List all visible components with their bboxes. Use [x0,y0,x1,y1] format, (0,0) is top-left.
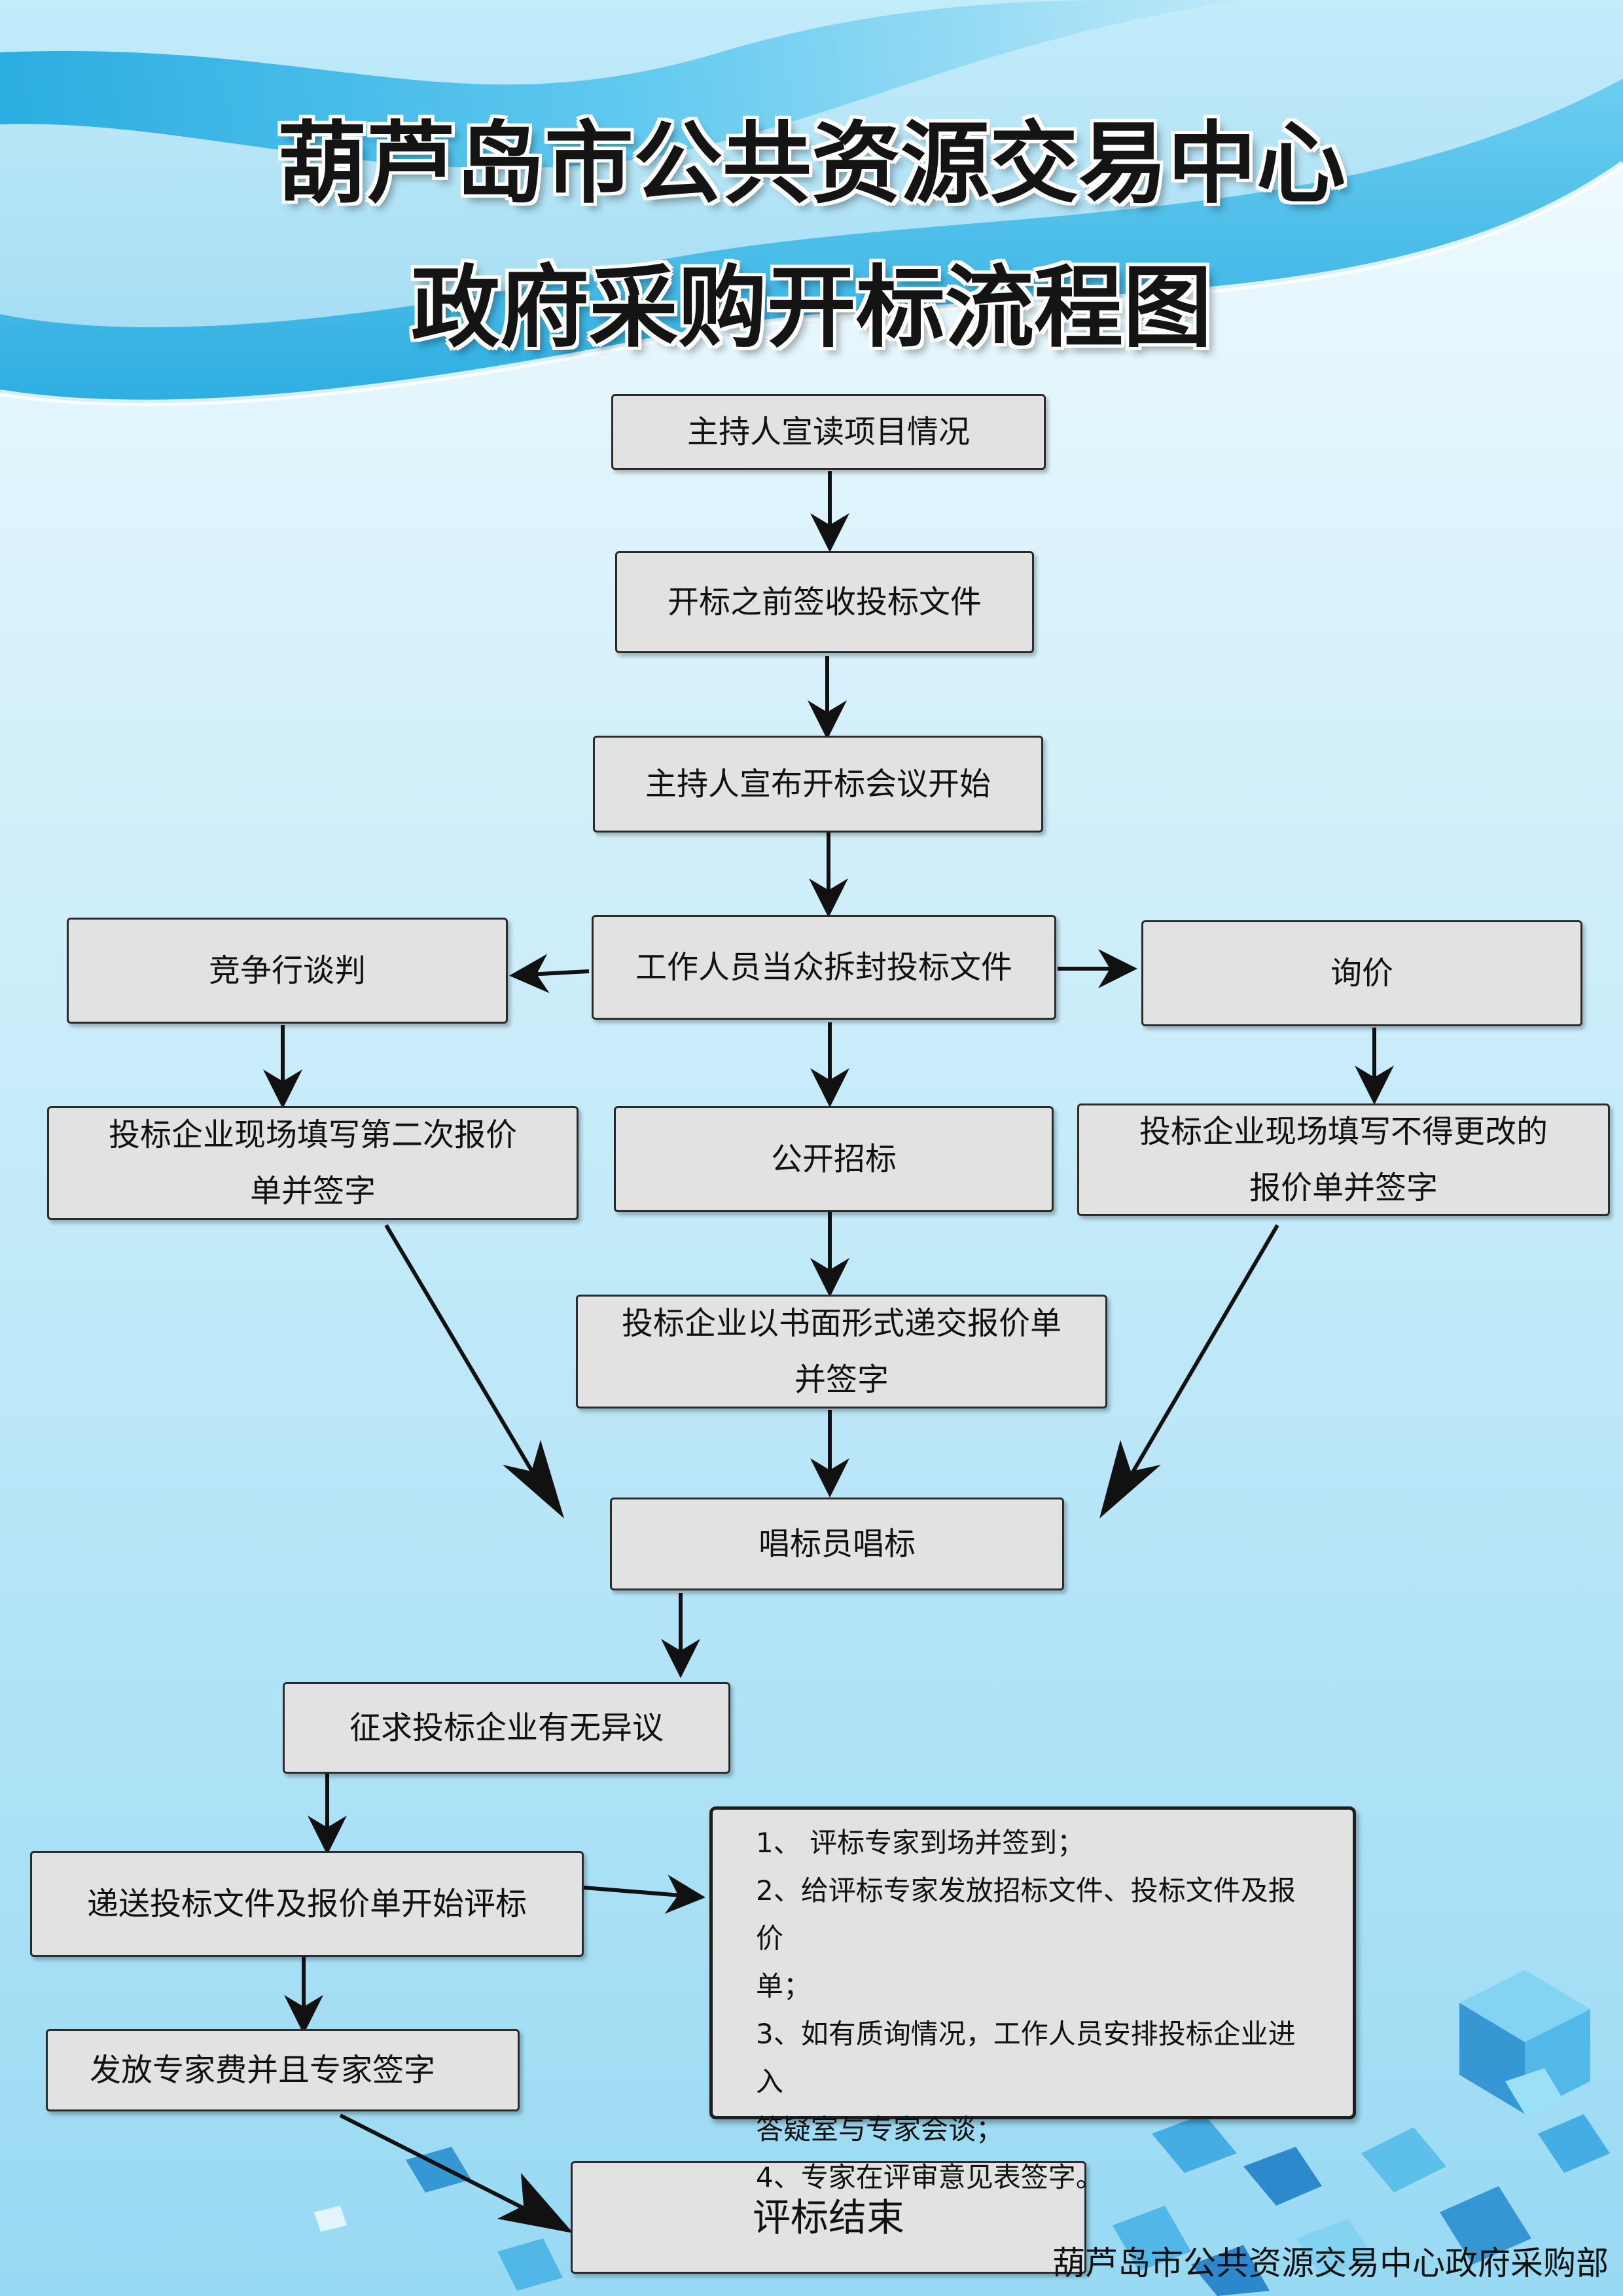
note-line-3: 单； [756,1970,812,2002]
note-line-4: 3、如有质询情况，工作人员安排投标企业进入 [756,2018,1296,2098]
step-fixed-quote-line2: 报价单并签字 [1249,1170,1438,1206]
step-written-quote-line2: 并签字 [794,1361,889,1398]
arrow-deliver-right [583,1874,705,1914]
arrow-fee-diagonal [339,2113,556,2226]
step-written-quote: 投标企业以书面形式递交报价单 并签字 [576,1295,1107,1408]
arrow-left-diagonal [384,1224,548,1497]
step-fee-label: 发放专家费并且专家签字 [90,2052,436,2089]
step-objection: 征求投标企业有无异议 [283,1682,730,1774]
note-line-1: 1、 评标专家到场并签到； [756,1827,1085,1859]
page-title: 葫芦岛市公共资源交易中心 [277,113,1346,216]
footer-department: 葫芦岛市公共资源交易中心政府采购部 [1052,2244,1609,2282]
arrowhead-fee-diagonal [497,2173,573,2233]
step-public-bid: 公开招标 [614,1106,1054,1212]
step-fee: 发放专家费并且专家签字 [46,2029,520,2111]
step-sign-docs-label: 开标之前签收投标文件 [667,584,982,620]
step-inquiry-label: 询价 [1330,955,1393,992]
step-unseal: 工作人员当众拆封投标文件 [592,915,1056,1020]
step-end-label: 评标结束 [752,2195,904,2240]
step-unseal-label: 工作人员当众拆封投标文件 [635,949,1012,986]
step-host-read: 主持人宣读项目情况 [611,394,1046,470]
step-fixed-quote-line1: 投标企业现场填写不得更改的 [1139,1113,1548,1150]
step-sign-docs: 开标之前签收投标文件 [615,551,1034,653]
step-end: 评标结束 [571,2161,1086,2274]
arrow-to-negotiation [509,954,590,994]
arrowhead-left-diagonal [503,1440,564,1518]
note-line-5: 答疑室与专家会谈； [756,2113,1004,2145]
step-inquiry: 询价 [1141,920,1582,1026]
step-sing: 唱标员唱标 [610,1498,1064,1590]
arrow-right-diagonal [1117,1224,1279,1497]
step-sing-label: 唱标员唱标 [758,1526,916,1562]
step-negotiation: 竞争行谈判 [67,918,508,1024]
step-public-bid-label: 公开招标 [770,1141,897,1177]
step-fixed-quote: 投标企业现场填写不得更改的 报价单并签字 [1077,1103,1610,1216]
header-wave-stripe [0,0,1243,168]
review-notes-box: 1、 评标专家到场并签到； 2、给评标专家发放招标文件、投标文件及报价 单； 3… [709,1806,1356,2193]
step-second-quote: 投标企业现场填写第二次报价 单并签字 [47,1106,579,1220]
note-line-6: 4、专家在评审意见表签字。 [756,2161,1103,2193]
step-second-quote-line2: 单并签字 [249,1173,376,1210]
step-objection-label: 征求投标企业有无异议 [349,1710,664,1746]
arrowhead-right-diagonal [1099,1440,1161,1518]
step-negotiation-label: 竞争行谈判 [208,952,366,989]
step-written-quote-line1: 投标企业以书面形式递交报价单 [621,1305,1061,1342]
note-line-2: 2、给评标专家发放招标文件、投标文件及报价 [756,1874,1296,1954]
decorative-cubes [314,1970,1610,2296]
step-second-quote-line1: 投标企业现场填写第二次报价 [108,1117,517,1153]
step-deliver-label: 递送投标文件及报价单开始评标 [86,1886,527,1922]
page-subtitle: 政府采购开标流程图 [411,257,1212,360]
step-deliver: 递送投标文件及报价单开始评标 [30,1851,584,1957]
step-announce: 主持人宣布开标会议开始 [593,736,1043,833]
step-host-read-label: 主持人宣读项目情况 [687,414,970,450]
step-announce-label: 主持人宣布开标会议开始 [645,766,991,802]
header-wave-edge [0,160,1623,406]
